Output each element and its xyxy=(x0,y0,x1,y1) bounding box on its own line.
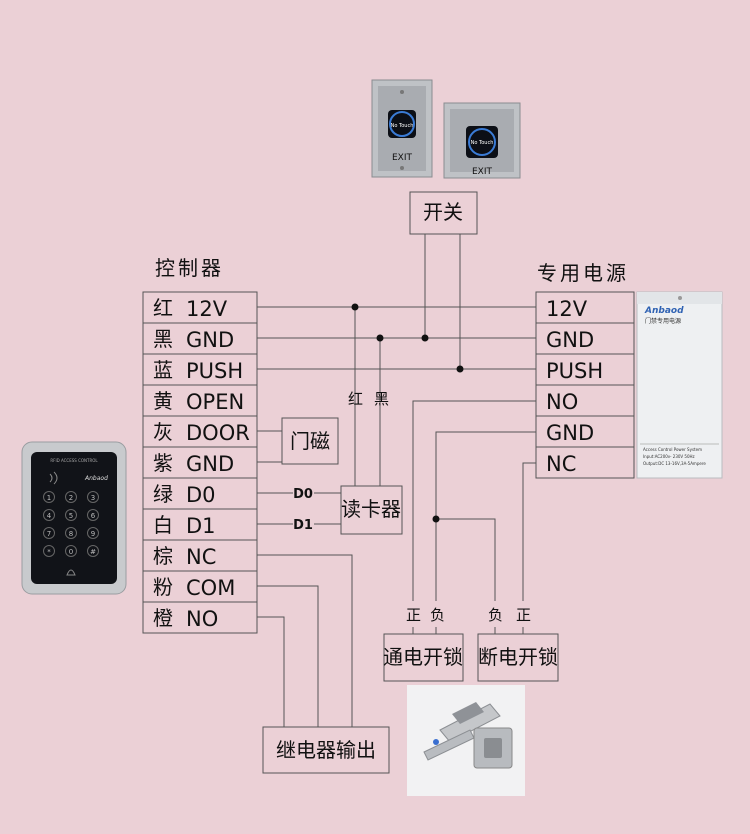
exit-text: EXIT xyxy=(392,153,413,163)
exit-button-photo: No Touch EXIT No Touch EXIT xyxy=(371,79,521,179)
svg-text:2: 2 xyxy=(69,494,73,502)
card-reader-label: 读卡器 xyxy=(341,497,401,521)
reader-red-label: 红 xyxy=(348,390,363,408)
wire-relay-no xyxy=(257,616,285,727)
pin-color-11: 橙 xyxy=(153,606,173,630)
pin-color-9: 棕 xyxy=(153,544,173,568)
svg-text:0: 0 xyxy=(69,548,73,556)
pin-color-8: 白 xyxy=(153,513,173,537)
pin-signal-11: NO xyxy=(186,607,218,631)
svg-text:8: 8 xyxy=(69,530,73,538)
pin-signal-10: COM xyxy=(186,576,235,600)
ps-pin-3: PUSH xyxy=(546,359,603,383)
exit-text-2: EXIT xyxy=(472,167,493,177)
pin-color-5: 灰 xyxy=(153,420,173,444)
pin-signal-7: D0 xyxy=(186,483,216,507)
ps-pin-4: NO xyxy=(546,390,578,414)
relay-output-box xyxy=(262,726,390,774)
switch-label: 开关 xyxy=(423,200,463,224)
pin-color-6: 紫 xyxy=(153,451,173,475)
d1-line-label: D1 xyxy=(293,518,313,533)
sensor-text: No Touch xyxy=(391,123,414,129)
d0-line-label: D0 xyxy=(293,487,313,502)
junction-dot xyxy=(456,365,464,373)
pin-color-4: 黄 xyxy=(153,389,173,413)
svg-text:7: 7 xyxy=(47,530,51,538)
junction-dot xyxy=(351,303,359,311)
pin-color-10: 粉 xyxy=(153,575,173,599)
svg-text:1: 1 xyxy=(47,494,51,502)
power-supply-title: 专用电源 xyxy=(537,261,629,285)
pin-signal-6: GND xyxy=(186,452,234,476)
lock1-pos-label: 正 xyxy=(406,606,421,624)
sensor-text-2: No Touch xyxy=(471,140,494,146)
pin-signal-3: PUSH xyxy=(186,359,243,383)
junction-dot xyxy=(421,334,429,342)
pin-color-7: 绿 xyxy=(153,482,173,506)
psu-spec-3: Output:DC 13-16V,3A-5Ampere xyxy=(643,461,706,466)
ps-pin-1: 12V xyxy=(546,297,588,321)
fail-secure-lock-label: 通电开锁 xyxy=(383,645,463,669)
switch-box xyxy=(409,191,478,235)
controller-title: 控制器 xyxy=(155,256,224,280)
card-reader-box xyxy=(340,485,403,535)
fail-safe-lock-box xyxy=(477,633,559,682)
door-sensor-box xyxy=(281,417,339,465)
wire-relay-com xyxy=(257,585,319,727)
pin-signal-4: OPEN xyxy=(186,390,244,414)
ps-pin-2: GND xyxy=(546,328,594,352)
pin-signal-5: DOOR xyxy=(186,421,250,445)
psu-spec-2: Input:AC200v- 230V 50Hz xyxy=(643,454,695,459)
pin-signal-9: NC xyxy=(186,545,216,569)
fail-safe-lock-label: 断电开锁 xyxy=(478,645,558,669)
psu-brand: Anbaod xyxy=(644,306,684,316)
lock2-neg-label: 负 xyxy=(488,606,503,624)
power-supply-terminal-table: 12V GND PUSH NO GND NC xyxy=(535,291,635,479)
wire-relay-nc xyxy=(257,554,353,727)
controller-terminal-table: 红 12V 黑 GND 蓝 PUSH 黄 OPEN 灰 DOOR 紫 GND 绿… xyxy=(142,291,258,634)
pin-color-2: 黑 xyxy=(153,327,173,351)
pin-color-1: 红 xyxy=(153,296,173,320)
keypad-reader-photo: RFID ACCESS CONTROL Anbaod 1 2 3 4 5 6 7… xyxy=(21,441,127,595)
fail-secure-lock-box xyxy=(383,633,464,682)
psu-device-title: 门禁专用电源 xyxy=(645,317,681,325)
junction-dot xyxy=(432,515,440,523)
svg-text:4: 4 xyxy=(47,512,52,520)
electric-bolt-lock-photo xyxy=(407,685,525,796)
door-sensor-label: 门磁 xyxy=(290,429,330,453)
keypad-brand: Anbaod xyxy=(84,475,108,482)
pin-color-3: 蓝 xyxy=(153,358,173,382)
junction-dot xyxy=(376,334,384,342)
pin-signal-2: GND xyxy=(186,328,234,352)
wire-ps-gnd xyxy=(435,431,536,601)
ps-pin-6: NC xyxy=(546,452,576,476)
wire-gnd-branch xyxy=(436,518,496,601)
svg-text:3: 3 xyxy=(91,494,95,502)
reader-black-label: 黑 xyxy=(374,390,389,408)
lock2-pos-label: 正 xyxy=(516,606,531,624)
pin-signal-1: 12V xyxy=(186,297,228,321)
pin-signal-8: D1 xyxy=(186,514,216,538)
wire-ps-nc xyxy=(522,462,536,601)
svg-text:6: 6 xyxy=(91,512,96,520)
wire-ps-no xyxy=(412,400,536,601)
svg-text:*: * xyxy=(47,548,51,556)
ps-pin-5: GND xyxy=(546,421,594,445)
power-supply-unit-photo: Anbaod 门禁专用电源 Access Control Power Syste… xyxy=(636,291,723,479)
bell-icon xyxy=(66,569,76,576)
keypad-header: RFID ACCESS CONTROL xyxy=(50,458,98,463)
relay-output-label: 继电器输出 xyxy=(276,738,376,762)
psu-spec-1: Access Control Power System xyxy=(643,447,702,452)
svg-text:9: 9 xyxy=(91,530,95,538)
svg-text:#: # xyxy=(90,548,96,556)
svg-text:5: 5 xyxy=(69,512,73,520)
lock1-neg-label: 负 xyxy=(430,606,445,624)
keypad-keys: 1 2 3 4 5 6 7 8 9 * 0 # xyxy=(43,491,99,557)
